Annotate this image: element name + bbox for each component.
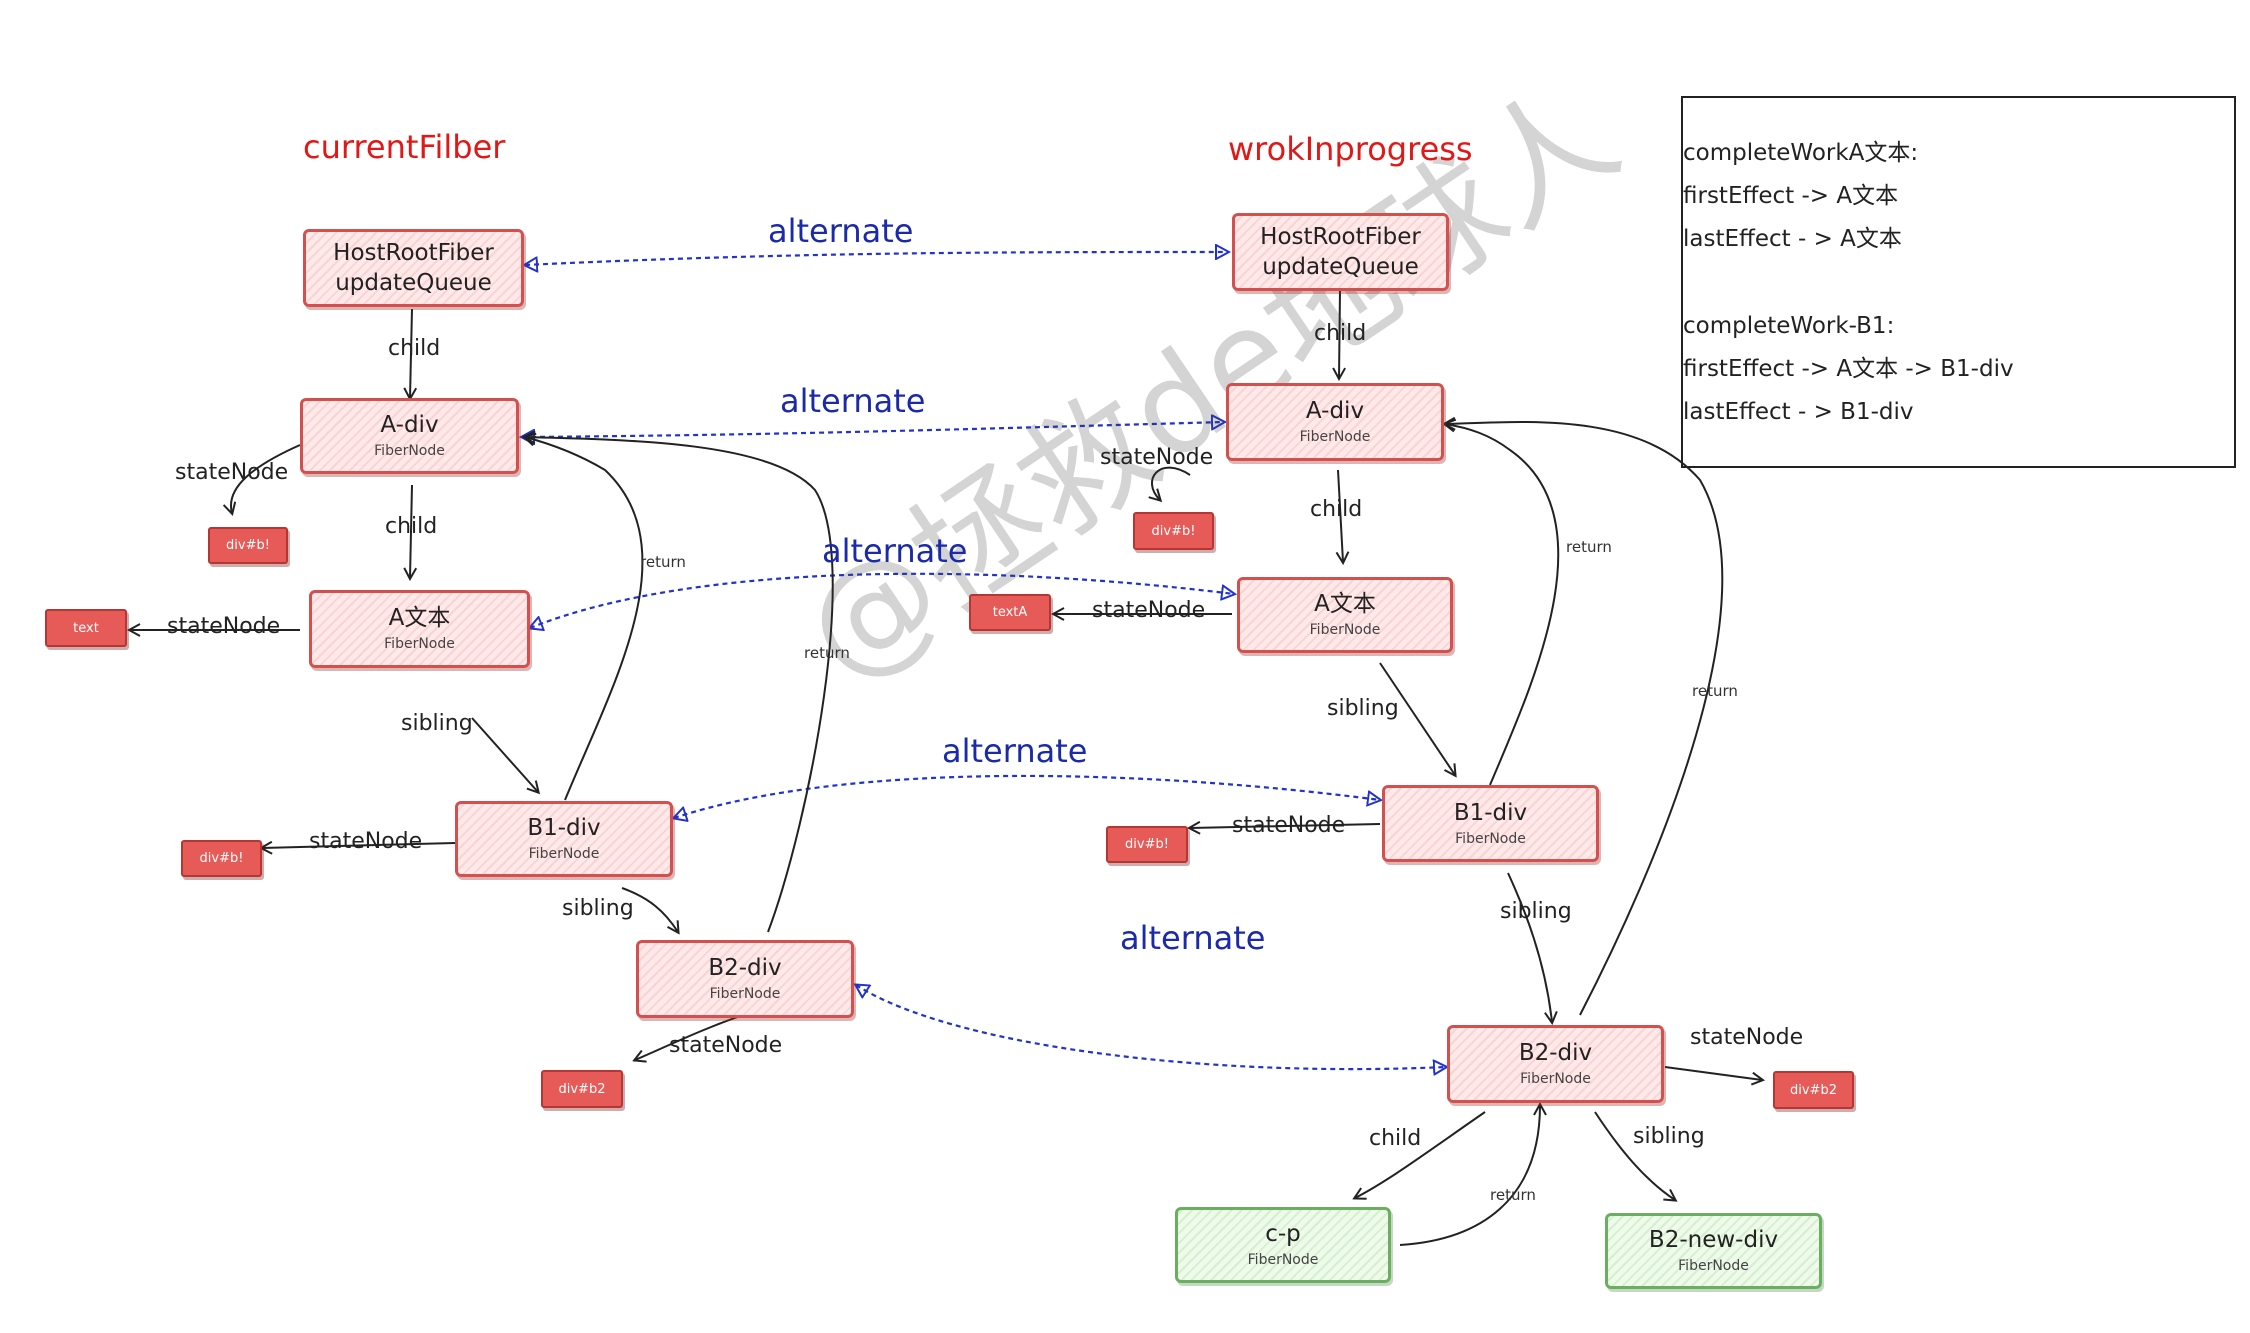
current-fiber-title: currentFilber: [303, 128, 506, 166]
node-subtitle: FiberNode: [384, 636, 455, 652]
node-title: B2-new-div: [1648, 1227, 1779, 1253]
legend-line: completeWork-B1:: [1683, 313, 1895, 339]
edge-label-child: child: [1314, 321, 1367, 346]
edge-label-child: child: [385, 514, 438, 539]
wip-c-p-node[interactable]: c-p FiberNode: [1175, 1207, 1391, 1283]
wip-b2-dom-leaf: div#b2: [1773, 1071, 1854, 1109]
edge-label-child: child: [388, 336, 441, 361]
node-title: B1-div: [527, 815, 601, 841]
edge-label-return: return: [1692, 682, 1738, 700]
node-subtitle: FiberNode: [1678, 1258, 1749, 1274]
node-title: A-div: [380, 412, 439, 438]
alternate-edge-a-text: [530, 572, 1234, 628]
node-title: A文本: [1314, 591, 1376, 617]
edge-label-statenode: stateNode: [1100, 445, 1214, 470]
legend-line: firstEffect -> A文本 -> B1-div: [1683, 356, 2014, 382]
edge-label-statenode: stateNode: [1690, 1025, 1804, 1050]
node-subtitle: FiberNode: [374, 443, 445, 459]
alternate-label-b1: alternate: [942, 732, 1088, 770]
current-a-text-dom-leaf: text: [45, 609, 127, 647]
current-b2-dom-leaf: div#b2: [541, 1070, 623, 1108]
edge-label-child: child: [1310, 497, 1363, 522]
wip-a-div-dom-leaf: div#b!: [1133, 512, 1214, 550]
alternate-label-root: alternate: [768, 212, 914, 250]
tree-edges: [130, 289, 1762, 1246]
alternate-edge-a-div: [522, 422, 1224, 437]
wip-a-div-node[interactable]: A-div FiberNode: [1226, 383, 1444, 461]
node-title: HostRootFiber: [333, 240, 494, 266]
edge-label-statenode: stateNode: [669, 1033, 783, 1058]
edge-label-return: return: [1566, 538, 1612, 556]
legend-line: lastEffect - > A文本: [1683, 226, 1902, 252]
current-a-text-node[interactable]: A文本 FiberNode: [309, 590, 530, 668]
current-a-div-node[interactable]: A-div FiberNode: [300, 398, 519, 474]
node-subtitle: FiberNode: [709, 986, 781, 1002]
current-b2-div-node[interactable]: B2-div FiberNode: [636, 940, 854, 1018]
node-subtitle: updateQueue: [335, 270, 492, 296]
node-subtitle: FiberNode: [1299, 429, 1371, 445]
node-title: B2-div: [708, 955, 782, 981]
edge-label-statenode: stateNode: [309, 829, 423, 854]
edge-label-sibling: sibling: [1500, 899, 1572, 924]
wip-b2-div-node[interactable]: B2-div FiberNode: [1447, 1025, 1664, 1103]
edge-label-return: return: [804, 644, 850, 662]
edge-label-statenode: stateNode: [1092, 598, 1206, 623]
legend-line: firstEffect -> A文本: [1683, 183, 1899, 209]
edge-label-sibling: sibling: [1633, 1124, 1705, 1149]
edge-label-return: return: [640, 553, 686, 571]
current-a-div-dom-leaf: div#b!: [208, 527, 288, 564]
node-title: A文本: [388, 605, 451, 631]
wip-b1-div-node[interactable]: B1-div FiberNode: [1382, 785, 1599, 862]
wip-host-root-fiber-node[interactable]: HostRootFiber updateQueue: [1232, 213, 1449, 291]
current-b1-dom-leaf: div#b!: [181, 840, 262, 877]
node-subtitle: updateQueue: [1262, 254, 1419, 280]
alternate-edge-b2: [856, 985, 1446, 1069]
node-subtitle: FiberNode: [528, 846, 600, 862]
legend-line: completeWorkA文本:: [1683, 140, 1919, 166]
wip-b2-new-div-node[interactable]: B2-new-div FiberNode: [1605, 1213, 1822, 1289]
alternate-edges: [522, 252, 1446, 1069]
alternate-label-b2: alternate: [1120, 919, 1266, 957]
alternate-label-a-div: alternate: [780, 382, 926, 420]
node-title: HostRootFiber: [1260, 224, 1421, 250]
legend-line: lastEffect - > B1-div: [1683, 399, 1914, 425]
node-subtitle: FiberNode: [1520, 1071, 1591, 1087]
node-title: B1-div: [1453, 799, 1528, 826]
node-title: c-p: [1265, 1221, 1301, 1247]
current-b1-div-node[interactable]: B1-div FiberNode: [455, 801, 673, 877]
wip-a-text-node[interactable]: A文本 FiberNode: [1237, 577, 1453, 653]
node-title: A-div: [1305, 398, 1365, 424]
edge-label-statenode: stateNode: [1232, 813, 1346, 838]
node-title: B2-div: [1518, 1040, 1593, 1066]
legend-spacer: [1683, 261, 2234, 305]
effect-list-legend: completeWorkA文本: firstEffect -> A文本 last…: [1681, 96, 2236, 468]
node-subtitle: FiberNode: [1455, 830, 1526, 847]
wip-a-text-dom-leaf: textA: [969, 594, 1051, 631]
edge-label-sibling: sibling: [562, 896, 634, 921]
edge-label-sibling: sibling: [1327, 696, 1399, 721]
alternate-edge-b1: [674, 774, 1380, 818]
alternate-edge-root: [525, 252, 1228, 265]
edge-label-sibling: sibling: [401, 711, 473, 736]
alternate-label-a-text: alternate: [822, 532, 968, 570]
edge-label-statenode: stateNode: [175, 460, 289, 485]
edge-label-statenode: stateNode: [167, 614, 281, 639]
current-host-root-fiber-node[interactable]: HostRootFiber updateQueue: [303, 229, 524, 307]
work-in-progress-title: wrokInprogress: [1228, 130, 1473, 168]
edge-label-child: child: [1369, 1126, 1422, 1151]
edge-label-return: return: [1490, 1186, 1536, 1204]
node-subtitle: FiberNode: [1309, 622, 1381, 638]
wip-b1-dom-leaf: div#b!: [1106, 826, 1188, 863]
node-subtitle: FiberNode: [1247, 1252, 1319, 1268]
